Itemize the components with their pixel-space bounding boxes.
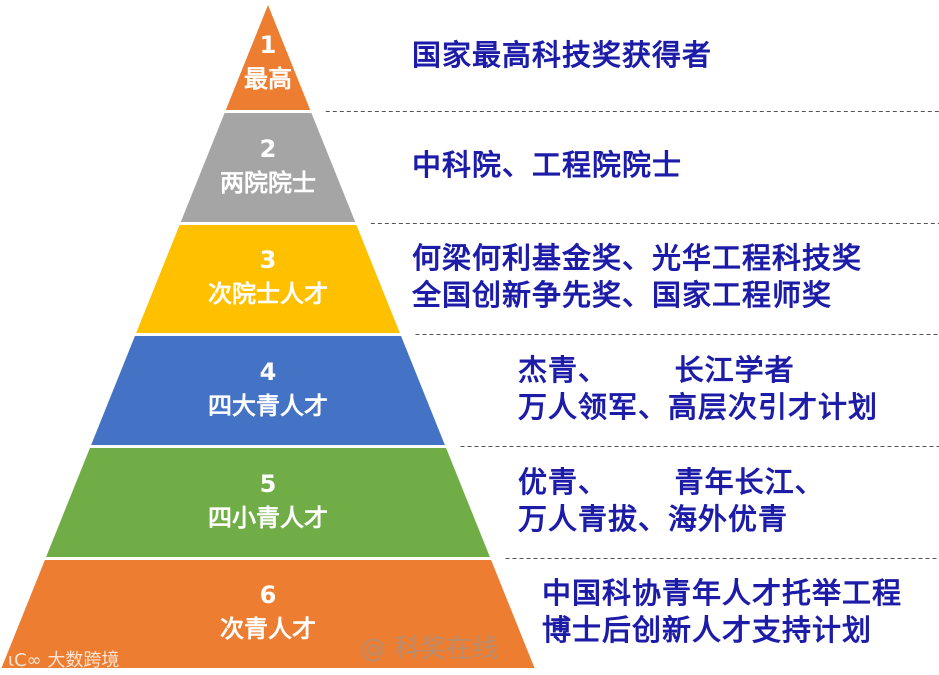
level-name: 次院士人才 bbox=[208, 280, 328, 308]
level-name: 四小青人才 bbox=[208, 503, 328, 532]
pyramid-level-1 bbox=[225, 5, 311, 110]
level-label: 1 最高 bbox=[244, 28, 292, 96]
watermark-center: @ 科奖在线 bbox=[360, 634, 499, 664]
description-line: 优青、 青年长江、 bbox=[518, 464, 825, 499]
level-number: 4 bbox=[259, 357, 277, 386]
level-name: 次青人才 bbox=[220, 615, 316, 643]
level-description: 何梁何利基金奖、光华工程科技奖全国创新争先奖、国家工程师奖 bbox=[412, 240, 862, 314]
description-line: 博士后创新人才支持计划 bbox=[542, 613, 873, 647]
level-label: 2 两院院士 bbox=[220, 132, 316, 200]
level-description: 中国科协青年人才托举工程博士后创新人才支持计划 bbox=[542, 575, 902, 649]
level-number: 5 bbox=[259, 469, 277, 498]
level-label: 4 四大青人才 bbox=[208, 355, 328, 423]
description-line: 国家最高科技奖获得者 bbox=[412, 38, 713, 72]
level-description: 国家最高科技奖获得者 bbox=[412, 37, 712, 74]
pyramid-level-2 bbox=[180, 113, 356, 222]
level-name: 最高 bbox=[244, 64, 292, 93]
pyramid-level-4 bbox=[91, 336, 445, 445]
level-label: 3 次院士人才 bbox=[208, 243, 328, 311]
level-number: 1 bbox=[259, 30, 277, 59]
description-line: 万人青拔、海外优青 bbox=[518, 501, 789, 536]
description-line: 杰青、 长江学者 bbox=[518, 352, 795, 387]
level-description: 优青、 青年长江、万人青拔、海外优青 bbox=[518, 464, 825, 538]
description-line: 万人领军、高层次引才计划 bbox=[518, 389, 879, 424]
pyramid-level-5 bbox=[46, 448, 490, 557]
pyramid-level-3 bbox=[136, 225, 400, 333]
description-line: 中国科协青年人才托举工程 bbox=[542, 576, 903, 610]
level-label: 6 次青人才 bbox=[220, 578, 316, 646]
level-description: 杰青、 长江学者万人领军、高层次引才计划 bbox=[518, 352, 878, 426]
description-line: 何梁何利基金奖、光华工程科技奖 bbox=[412, 241, 863, 275]
pyramid-level-6 bbox=[1, 560, 535, 668]
watermark-logo: ιC∞ 大数跨境 bbox=[8, 650, 120, 671]
level-name: 两院院士 bbox=[220, 168, 316, 197]
level-name: 四大青人才 bbox=[208, 391, 328, 420]
level-number: 3 bbox=[259, 246, 277, 274]
description-line: 全国创新争先奖、国家工程师奖 bbox=[412, 278, 833, 312]
level-label: 5 四小青人才 bbox=[208, 467, 328, 535]
watermark-left: 大数跨境 bbox=[47, 650, 120, 671]
description-line: 中科院、工程院院士 bbox=[412, 148, 683, 182]
level-number: 6 bbox=[259, 581, 277, 609]
level-number: 2 bbox=[259, 134, 277, 163]
level-description: 中科院、工程院院士 bbox=[412, 147, 682, 184]
